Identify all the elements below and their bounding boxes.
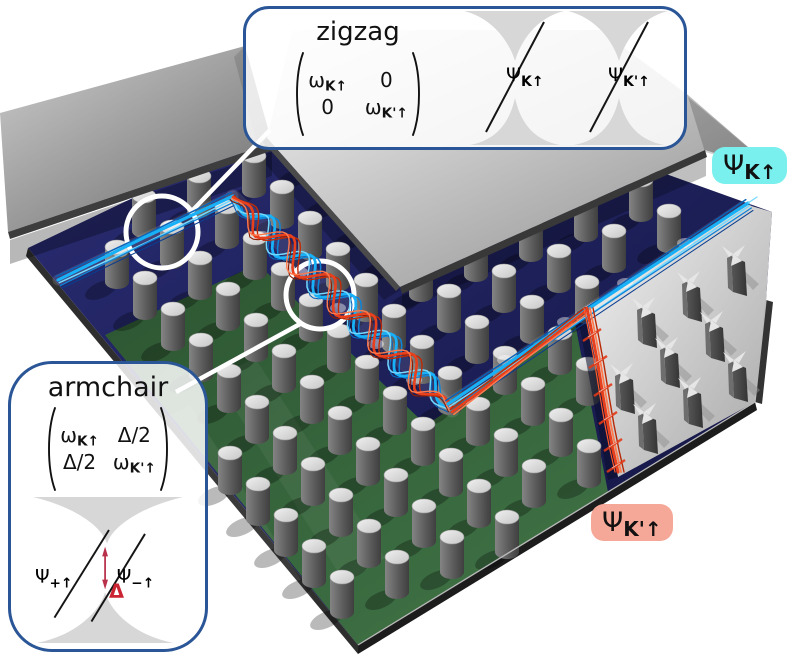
mirror-pillar	[677, 271, 714, 322]
zigzag-dispersion-diagrams: ΨK↑ ΨK'↑	[458, 11, 674, 145]
pillar	[216, 363, 242, 413]
pillar	[464, 314, 490, 364]
pillar	[244, 394, 270, 444]
mirror-pillar-array	[610, 245, 760, 454]
band-label-plus: Ψ+↑	[35, 567, 72, 592]
armchair-title: armchair	[47, 372, 169, 403]
pillar	[656, 203, 682, 253]
mirror-pillar	[722, 245, 759, 296]
dirac-cone-K: ΨK↑	[464, 11, 564, 145]
cover-plate-left	[0, 46, 272, 232]
output-label-K: ΨK↑	[712, 147, 788, 184]
pillar	[271, 343, 297, 393]
pillar	[245, 476, 271, 526]
paren-left-icon	[296, 51, 305, 136]
armchair-matrix: ωK↑ Δ/2 Δ/2 ωK'↑	[44, 405, 172, 493]
pillar	[465, 396, 491, 446]
pillar	[381, 303, 407, 353]
mirror-pillar	[610, 363, 647, 414]
pillar	[132, 270, 158, 320]
cone-label: ΨK↑	[506, 64, 544, 90]
pillar	[356, 518, 382, 568]
dirac-cone-Kprime: ΨK'↑	[568, 11, 668, 145]
mirror-pillar	[655, 337, 692, 388]
pillar	[493, 427, 519, 477]
pillar	[410, 416, 436, 466]
pillar	[519, 294, 545, 344]
pillar	[327, 405, 353, 455]
pillar	[436, 283, 462, 333]
gap-arrow-icon	[102, 546, 108, 590]
pillar	[217, 445, 243, 495]
pillar	[439, 529, 465, 579]
pillar	[326, 323, 352, 373]
inset-armchair: armchair ωK↑ Δ/2 Δ/2 ωK'↑ Δ Ψ+↑ Ψ−↑	[8, 361, 208, 652]
pillar	[491, 263, 517, 313]
zigzag-matrix: ωK↑ 0 0 ωK'↑	[258, 50, 458, 138]
matrix-cell: 0	[379, 67, 393, 92]
pillar	[188, 332, 214, 382]
pillar	[329, 569, 355, 619]
pillar	[160, 301, 186, 351]
mirror-pillar	[633, 403, 670, 454]
pillar	[411, 498, 437, 548]
pillar	[601, 223, 627, 273]
armchair-matrix-grid: ωK↑ Δ/2 Δ/2 ωK'↑	[60, 422, 156, 476]
pillar	[273, 507, 299, 557]
pillar	[438, 447, 464, 497]
matrix-cell: ωK'↑	[364, 94, 408, 122]
pillar	[215, 281, 241, 331]
paren-left-icon	[48, 407, 57, 491]
pillar	[187, 250, 213, 300]
pillar	[298, 292, 324, 342]
matrix-cell: Δ/2	[63, 450, 97, 475]
mirror-pillar	[632, 297, 669, 348]
pillar	[546, 243, 572, 293]
zigzag-title: zigzag	[316, 17, 400, 48]
highlight-circle-zigzag	[123, 193, 201, 271]
pillar	[355, 436, 381, 486]
pillar	[466, 478, 492, 528]
gapped-dirac-cone: Δ Ψ+↑ Ψ−↑	[33, 496, 183, 643]
gap-label: Δ	[109, 580, 124, 603]
pillar	[548, 407, 574, 457]
pillar	[301, 538, 327, 588]
zigzag-left-column: zigzag ωK↑ 0 0 ωK'↑	[258, 11, 458, 145]
mirror-pillar	[723, 351, 760, 402]
pillar	[272, 425, 298, 475]
pillar	[300, 456, 326, 506]
pillar	[299, 374, 325, 424]
pillar	[354, 354, 380, 404]
inset-zigzag: zigzag ωK↑ 0 0 ωK'↑ ΨK↑	[243, 6, 687, 150]
band-label-minus: Ψ−↑	[117, 567, 154, 592]
matrix-cell: ωK'↑	[112, 450, 156, 477]
pillar	[494, 509, 520, 559]
pillar	[297, 210, 323, 260]
matrix-cell: ωK↑	[308, 67, 347, 95]
pillar	[383, 467, 409, 517]
pillar	[520, 376, 546, 426]
pillar	[353, 272, 379, 322]
matrix-cell: Δ/2	[117, 423, 151, 448]
pillar	[270, 261, 296, 311]
pillar	[382, 385, 408, 435]
pillar	[576, 438, 602, 488]
edge-state-beams	[52, 189, 758, 474]
paren-right-icon	[411, 51, 420, 136]
pillar	[325, 241, 351, 291]
pillar	[328, 487, 354, 537]
mirror-pillar	[700, 311, 737, 362]
matrix-cell: 0	[321, 94, 334, 119]
paren-right-icon	[159, 407, 168, 491]
output-label-Kprime: ΨK'↑	[591, 504, 673, 541]
zigzag-matrix-grid: ωK↑ 0 0 ωK'↑	[308, 67, 408, 121]
pillar	[384, 549, 410, 599]
pillar	[521, 458, 547, 508]
matrix-cell: ωK↑	[60, 423, 99, 450]
mirror-pillar	[678, 377, 715, 428]
cone-label: ΨK'↑	[608, 64, 650, 90]
